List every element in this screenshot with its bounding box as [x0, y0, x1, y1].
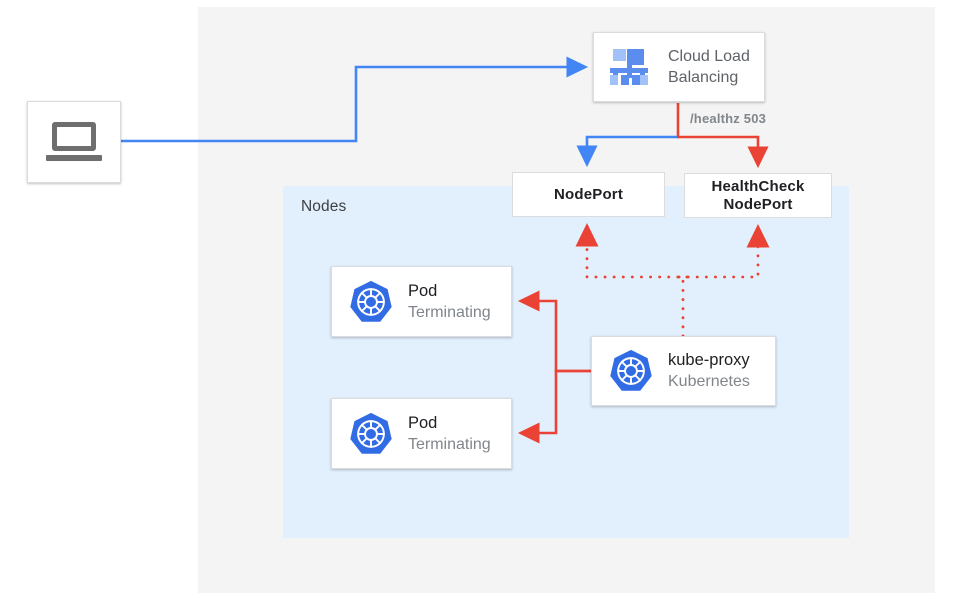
cloud-load-balancing-label: Cloud Load Balancing	[668, 46, 750, 88]
pod-title: Pod	[408, 413, 438, 432]
healthcheck-nodeport-label-line1: HealthCheck	[711, 177, 805, 195]
healthz-annotation: /healthz 503	[690, 111, 767, 126]
kubernetes-icon	[350, 280, 392, 322]
cloud-load-balancing-icon	[606, 49, 652, 85]
pod-card: Pod Terminating	[331, 266, 512, 337]
healthcheck-nodeport-box: HealthCheck NodePort	[684, 173, 832, 218]
cloud-load-balancing-title-line1: Cloud Load	[668, 48, 750, 65]
cloud-load-balancing-title-line2: Balancing	[668, 69, 739, 86]
nodeport-label: NodePort	[553, 185, 624, 203]
kubernetes-icon	[610, 349, 652, 391]
kube-proxy-subtitle: Kubernetes	[668, 373, 750, 390]
kubernetes-icon	[350, 412, 392, 454]
nodeport-box: NodePort	[512, 172, 665, 217]
pod-title: Pod	[408, 281, 438, 300]
laptop-icon	[46, 122, 102, 162]
nodes-region-label: Nodes	[301, 198, 347, 215]
kube-proxy-title: kube-proxy	[668, 351, 750, 369]
client-node	[27, 101, 121, 183]
pod-status: Terminating	[408, 303, 491, 321]
pod-status: Terminating	[408, 435, 491, 453]
pod-card: Pod Terminating	[331, 398, 512, 469]
cloud-load-balancing-node: Cloud Load Balancing	[593, 32, 765, 102]
kube-proxy-card: kube-proxy Kubernetes	[591, 336, 776, 406]
healthcheck-nodeport-label: HealthCheck NodePort	[711, 178, 804, 214]
healthcheck-nodeport-label-line2: NodePort	[723, 195, 793, 213]
